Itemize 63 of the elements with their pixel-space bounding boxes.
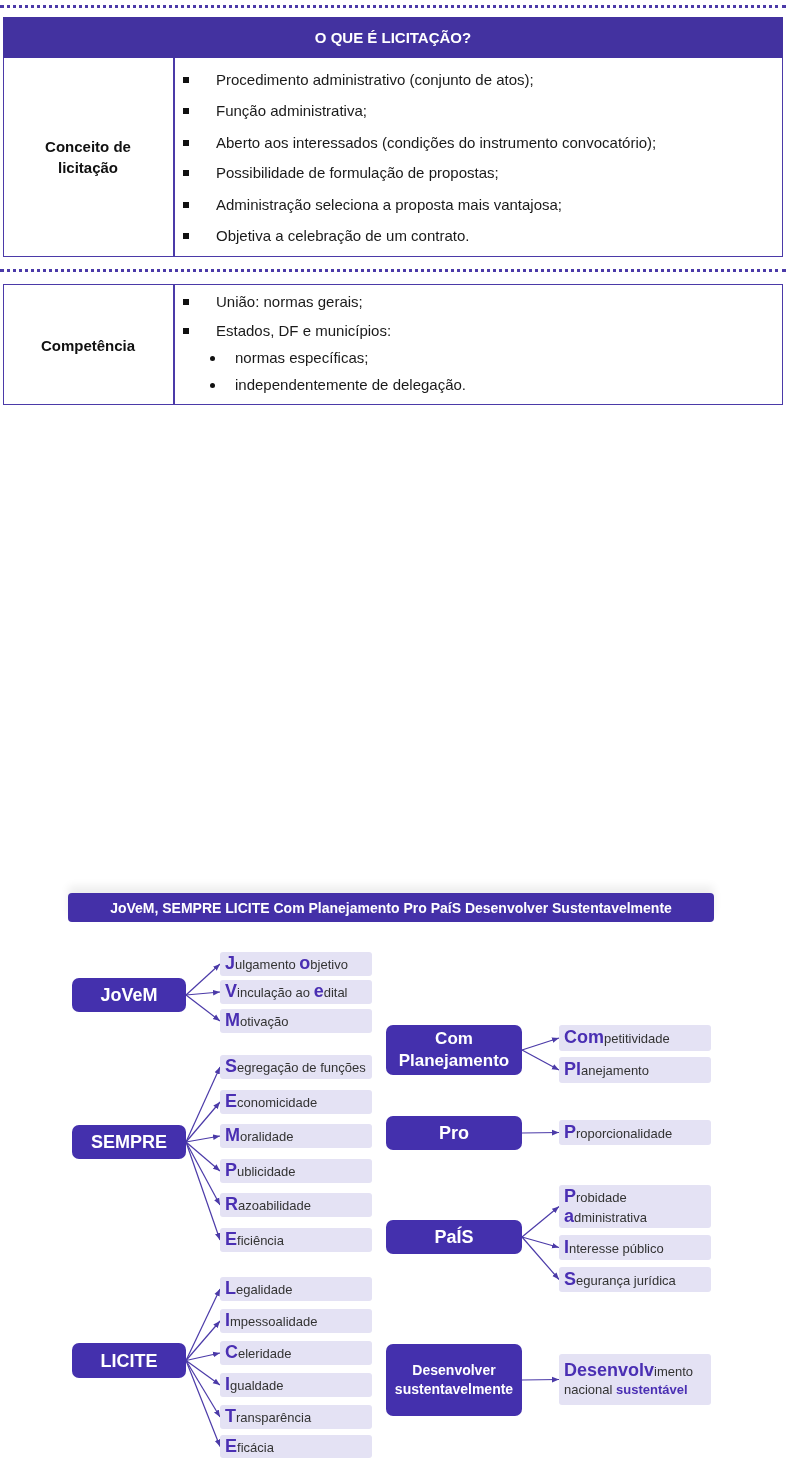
category-box: SEMPRE: [72, 1125, 186, 1159]
arrow: [185, 989, 221, 996]
arrow: [185, 1320, 221, 1362]
principle-box: Publicidade: [220, 1159, 372, 1183]
arrow: [521, 1049, 560, 1071]
principle-box: Igualdade: [220, 1373, 372, 1397]
row-heading: Competência: [40, 335, 136, 356]
row-heading: Conceito de licitação: [44, 137, 132, 178]
arrow: [185, 963, 221, 996]
list-item: independentemente de delegação.: [235, 376, 467, 394]
list-item: Objetiva a celebração de um contrato.: [216, 227, 470, 245]
principle-box: Planejamento: [559, 1057, 711, 1083]
principle-box: Moralidade: [220, 1124, 372, 1148]
arrow: [185, 1134, 221, 1143]
arrow: [185, 1359, 221, 1386]
arrow: [521, 1236, 560, 1249]
principle-box: Proporcionalidade: [559, 1120, 711, 1145]
arrow: [521, 1376, 560, 1383]
arrow: [185, 1101, 221, 1143]
principle-box: Eficiência: [220, 1228, 372, 1252]
principle-box: Interesse público: [559, 1235, 711, 1260]
list-item: Procedimento administrativo (conjunto de atos);: [216, 71, 534, 89]
category-box: LICITE: [72, 1343, 186, 1378]
principle-box: Transparência: [220, 1405, 372, 1429]
principle-box: Motivação: [220, 1009, 372, 1033]
principle-box: Desenvolvimento nacional sustentável: [559, 1354, 711, 1405]
principle-box: Competitividade: [559, 1025, 711, 1051]
arrow: [185, 994, 221, 1022]
arrow: [521, 1236, 560, 1281]
list-item: Função administrativa;: [216, 102, 367, 120]
principle-box: Impessoalidade: [220, 1309, 372, 1333]
category-box: JoVeM: [72, 978, 186, 1012]
table-header: O QUE É LICITAÇÃO?: [3, 17, 783, 58]
category-box: Pro: [386, 1116, 522, 1150]
arrow: [185, 1066, 221, 1143]
principle-box: Razoabilidade: [220, 1193, 372, 1217]
principle-box: Julgamento objetivo: [220, 952, 372, 976]
principle-box: Celeridade: [220, 1341, 372, 1365]
arrow: [185, 1141, 221, 1172]
category-box: PaÍS: [386, 1220, 522, 1254]
arrow: [185, 1141, 221, 1206]
principle-box: Segurança jurídica: [559, 1267, 711, 1292]
list-item: Administração seleciona a proposta mais vantajosa;: [216, 196, 563, 214]
arrow: [185, 1351, 221, 1362]
principle-box: Eficácia: [220, 1435, 372, 1458]
principle-box: Economicidade: [220, 1090, 372, 1114]
list-item: Aberto aos interessados (condições do instrumento convocatório);: [216, 134, 657, 152]
category-box: Com Planejamento: [386, 1025, 522, 1075]
principle-box: Probidade administrativa: [559, 1185, 711, 1228]
list-item: normas específicas;: [235, 349, 369, 367]
principle-box: Legalidade: [220, 1277, 372, 1301]
arrow: [185, 1359, 221, 1448]
title-bar: JoVeM, SEMPRE LICITE Com Planejamento Pro PaíS Desenvolver Sustentavelmente: [68, 893, 714, 922]
category-box: Desenvolver sustentavelmente: [386, 1344, 522, 1416]
arrow: [521, 1205, 560, 1238]
principle-box: Vinculação ao edital: [220, 980, 372, 1004]
arrow: [185, 1359, 221, 1418]
arrow: [521, 1129, 560, 1136]
principle-box: Segregação de funções: [220, 1055, 372, 1079]
list-item: Estados, DF e municípios:: [216, 322, 392, 340]
list-item: Possibilidade de formulação de propostas;: [216, 164, 499, 182]
list-item: União: normas gerais;: [216, 293, 363, 311]
arrow: [521, 1037, 560, 1051]
